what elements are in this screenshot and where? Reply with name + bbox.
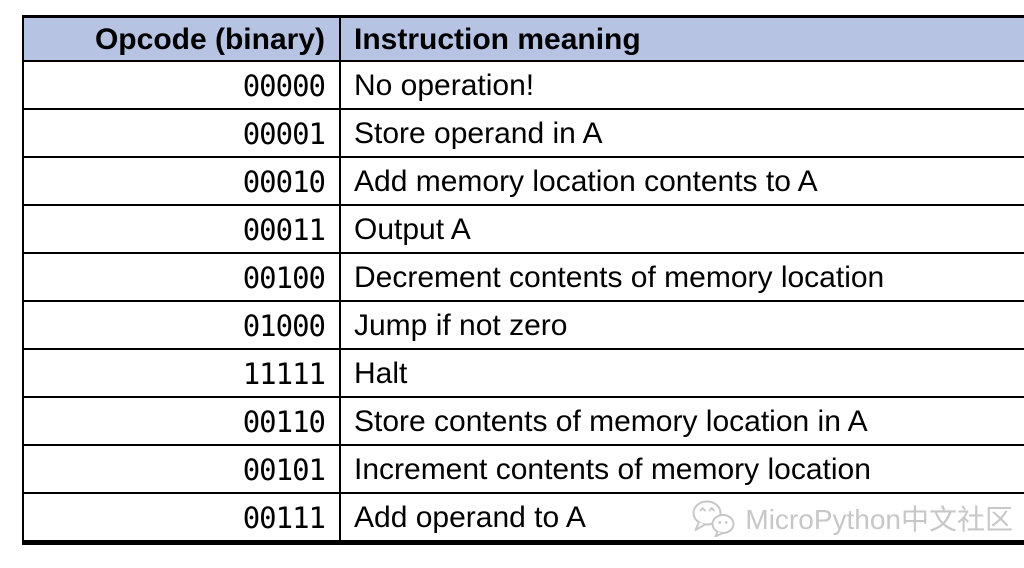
- opcode-value: 00100: [242, 261, 326, 295]
- table-row: 00001 Store operand in A: [24, 110, 1024, 158]
- table-row: 00101 Increment contents of memory locat…: [24, 446, 1024, 494]
- opcode-cell: 00001: [24, 110, 341, 156]
- opcode-value: 11111: [242, 357, 326, 391]
- meaning-cell: Store contents of memory location in A: [341, 398, 1024, 444]
- meaning-value: Decrement contents of memory location: [354, 261, 885, 294]
- opcode-value: 00001: [242, 117, 326, 151]
- opcode-header-label: Opcode (binary): [94, 23, 325, 56]
- meaning-cell: Decrement contents of memory location: [341, 254, 1024, 300]
- meaning-value: Add operand to A: [354, 501, 586, 534]
- opcode-cell: 00101: [24, 446, 341, 492]
- opcode-value: 00010: [242, 165, 326, 199]
- meaning-cell: Add operand to A: [341, 494, 1024, 540]
- opcode-header-cell: Opcode (binary): [24, 18, 341, 60]
- meaning-cell: Increment contents of memory location: [341, 446, 1024, 492]
- opcode-value: 00101: [242, 453, 326, 487]
- table-row: 00000 No operation!: [24, 62, 1024, 110]
- table-row: 00111 Add operand to A: [24, 494, 1024, 540]
- meaning-cell: Output A: [341, 206, 1024, 252]
- opcode-table: Opcode (binary) Instruction meaning 0000…: [22, 15, 1024, 545]
- opcode-value: 01000: [242, 309, 326, 343]
- opcode-value: 00000: [242, 69, 326, 103]
- meaning-header-cell: Instruction meaning: [341, 18, 1024, 60]
- meaning-value: Add memory location contents to A: [354, 165, 818, 198]
- table-header-row: Opcode (binary) Instruction meaning: [24, 18, 1024, 62]
- opcode-cell: 00010: [24, 158, 341, 204]
- opcode-cell: 00000: [24, 62, 341, 108]
- table-row: 00011 Output A: [24, 206, 1024, 254]
- meaning-header-label: Instruction meaning: [354, 23, 641, 56]
- opcode-cell: 00111: [24, 494, 341, 540]
- opcode-cell: 00100: [24, 254, 341, 300]
- table-row: 00100 Decrement contents of memory locat…: [24, 254, 1024, 302]
- meaning-value: Increment contents of memory location: [354, 453, 871, 486]
- table-row: 00110 Store contents of memory location …: [24, 398, 1024, 446]
- opcode-cell: 00110: [24, 398, 341, 444]
- opcode-value: 00011: [242, 213, 326, 247]
- meaning-cell: Jump if not zero: [341, 302, 1024, 348]
- table-row: 11111 Halt: [24, 350, 1024, 398]
- meaning-cell: Add memory location contents to A: [341, 158, 1024, 204]
- opcode-value: 00110: [242, 405, 326, 439]
- meaning-value: No operation!: [354, 69, 535, 102]
- meaning-value: Store operand in A: [354, 117, 603, 150]
- opcode-cell: 01000: [24, 302, 341, 348]
- meaning-cell: No operation!: [341, 62, 1024, 108]
- meaning-cell: Store operand in A: [341, 110, 1024, 156]
- table-row: 01000 Jump if not zero: [24, 302, 1024, 350]
- meaning-value: Jump if not zero: [354, 309, 568, 342]
- meaning-cell: Halt: [341, 350, 1024, 396]
- opcode-value: 00111: [242, 501, 326, 535]
- meaning-value: Output A: [354, 213, 471, 246]
- opcode-cell: 00011: [24, 206, 341, 252]
- meaning-value: Halt: [354, 357, 408, 390]
- table-row: 00010 Add memory location contents to A: [24, 158, 1024, 206]
- meaning-value: Store contents of memory location in A: [354, 405, 868, 438]
- opcode-cell: 11111: [24, 350, 341, 396]
